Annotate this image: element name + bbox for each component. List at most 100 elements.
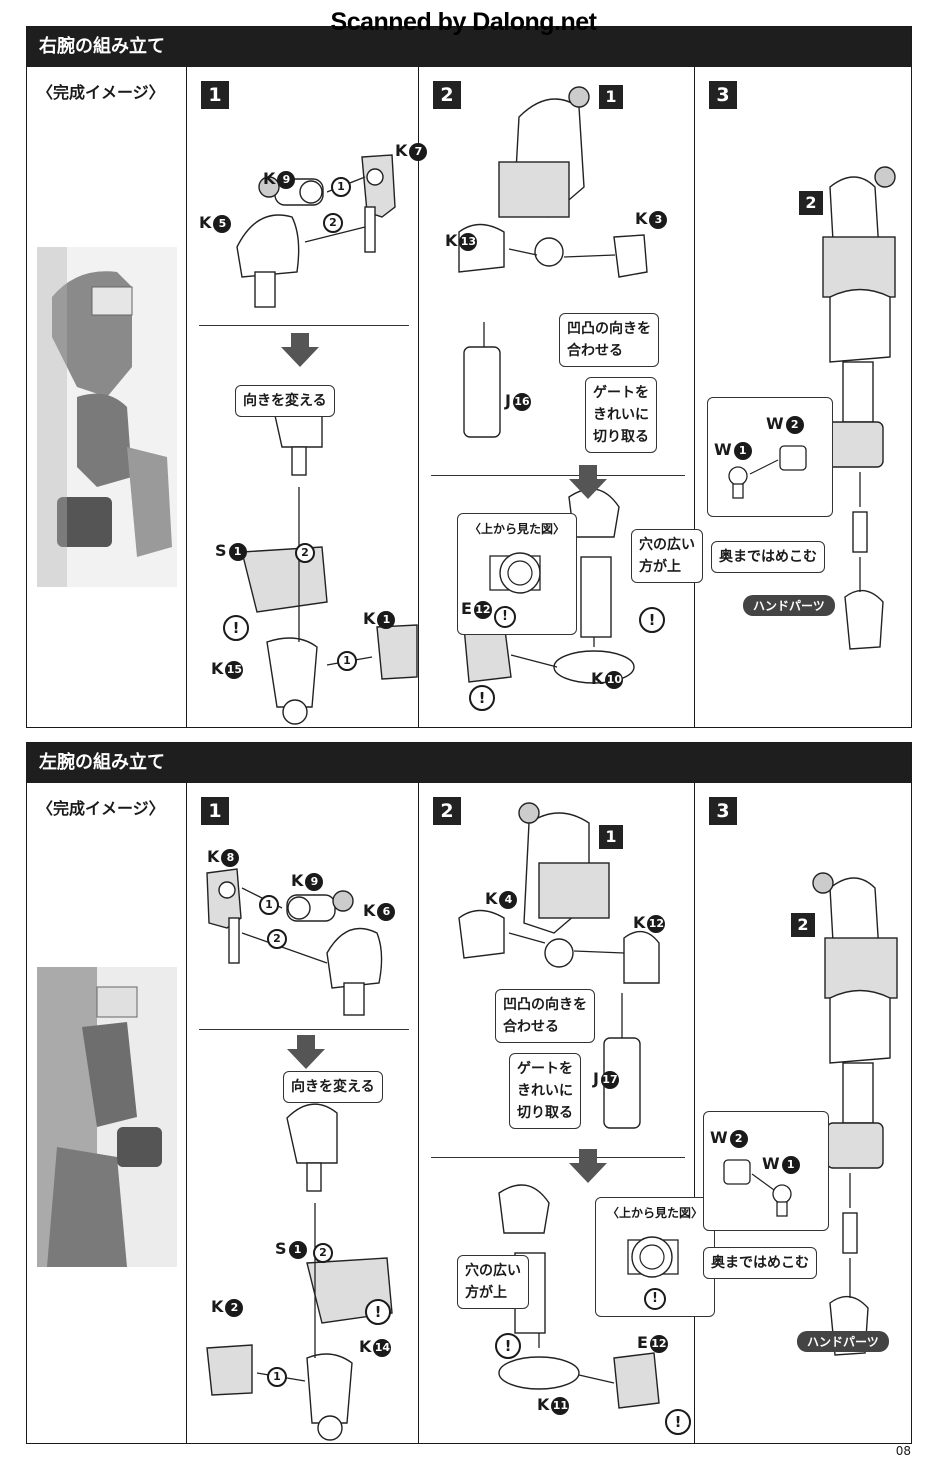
- part-letter: K: [537, 1395, 550, 1414]
- step-number: 2: [433, 81, 461, 109]
- part-number-badge: 2: [225, 1298, 244, 1317]
- completion-photo: [37, 247, 177, 587]
- section-title: 右腕の組み立て: [27, 27, 911, 67]
- step-number: 3: [709, 797, 737, 825]
- part-number-badge: 1: [781, 1155, 800, 1174]
- order-badge: 1: [331, 177, 351, 197]
- step-1-panel: 1: [187, 67, 428, 727]
- callout-change-direction: 向きを変える: [283, 1071, 383, 1103]
- callout-trim-gate: ゲートを きれいに 切り取る: [509, 1053, 581, 1129]
- order-badge: 1: [267, 1367, 287, 1387]
- hand-parts-badge: ハンドパーツ: [797, 1331, 889, 1352]
- caution-icon: !: [494, 606, 516, 628]
- order-badge: 2: [267, 929, 287, 949]
- part-letter: K: [211, 1297, 224, 1316]
- part-number-badge: 1: [288, 1240, 307, 1259]
- reference-step-number: 2: [799, 191, 823, 215]
- part-number-badge: 14: [373, 1338, 392, 1357]
- callout-change-direction: 向きを変える: [235, 385, 335, 417]
- step-1-panel: 1: [187, 783, 419, 1443]
- part-letter: W: [714, 440, 732, 459]
- step-1-parts-art: [206, 868, 393, 1441]
- part-letter: K: [207, 847, 220, 866]
- down-arrow-icon: [569, 465, 607, 499]
- part-number-badge: 5: [213, 214, 232, 233]
- caution-icon: !: [644, 1288, 666, 1310]
- callout-push-in-fully: 奥まではめこむ: [703, 1247, 817, 1279]
- part-number-badge: 13: [459, 232, 478, 251]
- part-letter: K: [395, 141, 408, 160]
- callout-align-bumps: 凹凸の向きを 合わせる: [495, 989, 595, 1043]
- part-letter: K: [485, 889, 498, 908]
- w-parts-art: [728, 445, 807, 499]
- part-number-badge: 11: [551, 1396, 570, 1415]
- part-letter: K: [211, 659, 224, 678]
- page-number: 08: [895, 1444, 911, 1458]
- callout-trim-gate: ゲートを きれいに 切り取る: [585, 377, 657, 453]
- completion-image-panel: 〈完成イメージ〉: [27, 67, 187, 727]
- part-number-badge: 10: [605, 670, 624, 689]
- callout-push-in-fully: 奥まではめこむ: [711, 541, 825, 573]
- part-number-badge: 12: [649, 1334, 668, 1353]
- down-arrow-icon: [569, 1149, 607, 1183]
- watermark-text: Scanned by Dalong.net: [330, 8, 597, 36]
- order-badge: 2: [323, 213, 343, 233]
- callout-wide-hole-up: 穴の広い 方が上: [457, 1255, 529, 1309]
- completion-image-label: 〈完成イメージ〉: [37, 83, 165, 102]
- part-number-badge: 3: [649, 210, 668, 229]
- step-number: 2: [433, 797, 461, 825]
- part-number-badge: 1: [228, 542, 247, 561]
- part-number-badge: 15: [225, 660, 244, 679]
- part-letter: K: [633, 913, 646, 932]
- part-letter: E: [461, 599, 472, 618]
- section-title: 左腕の組み立て: [27, 743, 911, 783]
- part-number-badge: 2: [729, 1129, 748, 1148]
- part-letter: W: [766, 414, 784, 433]
- top-view-box: 〈上から見た図〉 !: [595, 1197, 715, 1317]
- part-letter: K: [591, 669, 604, 688]
- caution-icon: !: [365, 1299, 391, 1325]
- part-letter: K: [263, 169, 276, 188]
- part-letter: K: [199, 213, 212, 232]
- part-letter: W: [710, 1128, 728, 1147]
- reference-step-number: 1: [599, 85, 623, 109]
- section-left-arm: 左腕の組み立て 〈完成イメージ〉 1: [26, 742, 912, 1444]
- reference-step-number: 2: [791, 913, 815, 937]
- part-letter: K: [359, 1337, 372, 1356]
- caution-icon: !: [495, 1333, 521, 1359]
- completion-image-panel: 〈完成イメージ〉: [27, 783, 187, 1443]
- step-number: 1: [201, 797, 229, 825]
- step-number: 3: [709, 81, 737, 109]
- part-number-badge: 4: [499, 890, 518, 909]
- part-number-badge: 12: [473, 600, 492, 619]
- part-number-badge: 8: [221, 848, 240, 867]
- part-letter: W: [762, 1154, 780, 1173]
- divider: [431, 475, 685, 476]
- caution-icon: !: [223, 615, 249, 641]
- divider: [199, 1029, 409, 1030]
- part-number-badge: 1: [733, 441, 752, 460]
- part-number-badge: 12: [647, 914, 666, 933]
- part-number-badge: 17: [600, 1070, 619, 1089]
- down-arrow-icon: [287, 1035, 325, 1069]
- part-letter: K: [635, 209, 648, 228]
- part-number-badge: 9: [305, 872, 324, 891]
- completion-image-label: 〈完成イメージ〉: [37, 799, 165, 818]
- divider: [199, 325, 409, 326]
